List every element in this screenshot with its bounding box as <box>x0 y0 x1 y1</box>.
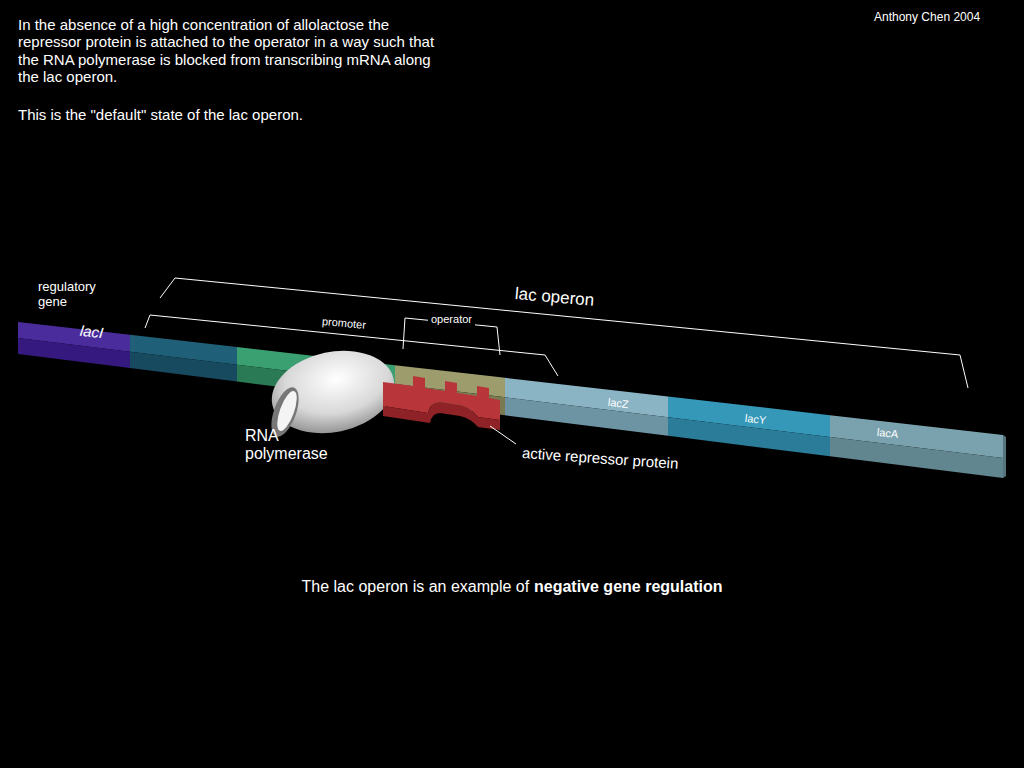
gene-name: lacA <box>877 426 900 440</box>
part-label: regulatory gene <box>38 280 118 310</box>
gene-name: lacI <box>79 322 104 342</box>
rna-polymerase <box>264 340 402 444</box>
gene-segment: lacA <box>876 422 899 442</box>
dna-segment-front <box>130 352 237 382</box>
dna-segment-front <box>830 437 1003 478</box>
caption-text: The lac operon is an example of <box>302 578 530 595</box>
gene-name: lacY <box>745 412 768 426</box>
part-label: RNA polymerase <box>245 427 355 464</box>
dna-end <box>1003 435 1006 478</box>
leader-line <box>490 426 516 444</box>
author-credit: Anthony Chen 2004 <box>874 11 980 25</box>
description-text: This is the "default" state of the lac o… <box>18 106 448 123</box>
dna-segment-front <box>505 397 668 435</box>
caption-text: negative gene regulation <box>534 578 722 595</box>
part-label: promoter <box>321 315 366 331</box>
part-label: active repressor protein <box>521 444 679 472</box>
description-text: In the absence of a high concentration o… <box>18 16 448 85</box>
gene-name: lacZ <box>607 396 629 410</box>
repressor-front <box>383 402 500 430</box>
caption: The lac operon is an example ofnegative … <box>0 578 1024 596</box>
gene-segment: lacZ <box>607 392 630 412</box>
part-label: lac operon <box>514 284 595 310</box>
dna-segment-front <box>18 338 130 368</box>
polymerase-opening <box>273 389 301 433</box>
part-label: operator <box>428 313 475 326</box>
gene-segment: lacI <box>79 322 104 343</box>
operon-bracket <box>160 278 968 388</box>
gene-segment: lacY <box>744 408 767 428</box>
